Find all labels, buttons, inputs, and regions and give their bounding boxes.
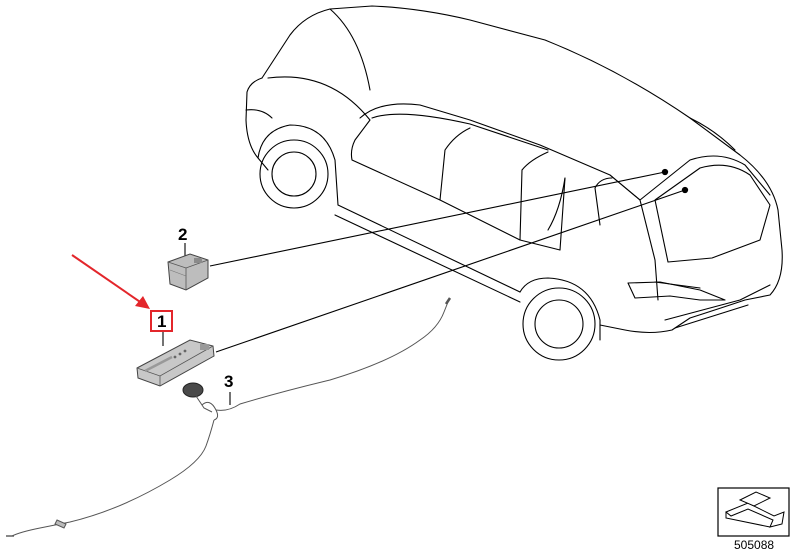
callout-1: 1 bbox=[157, 312, 166, 331]
callout-2: 2 bbox=[178, 225, 187, 244]
highlight-box bbox=[150, 310, 173, 332]
leader-dot-1 bbox=[681, 186, 689, 194]
part-2-module bbox=[167, 253, 209, 291]
highlight-item-1 bbox=[71, 254, 173, 332]
leader-line-1 bbox=[215, 189, 686, 353]
reference-number: 505088 bbox=[734, 538, 774, 552]
leader-lines bbox=[162, 168, 689, 405]
part-3-cable bbox=[6, 297, 452, 537]
leader-line-2 bbox=[209, 171, 666, 267]
vehicle-outline bbox=[245, 5, 783, 361]
highlight-arrowhead bbox=[135, 296, 150, 309]
leader-dot-2 bbox=[661, 168, 669, 176]
part-1-module bbox=[136, 339, 215, 387]
direction-arrow-icon bbox=[717, 487, 790, 537]
callout-3: 3 bbox=[224, 372, 233, 391]
highlight-arrow-shaft bbox=[71, 254, 147, 307]
